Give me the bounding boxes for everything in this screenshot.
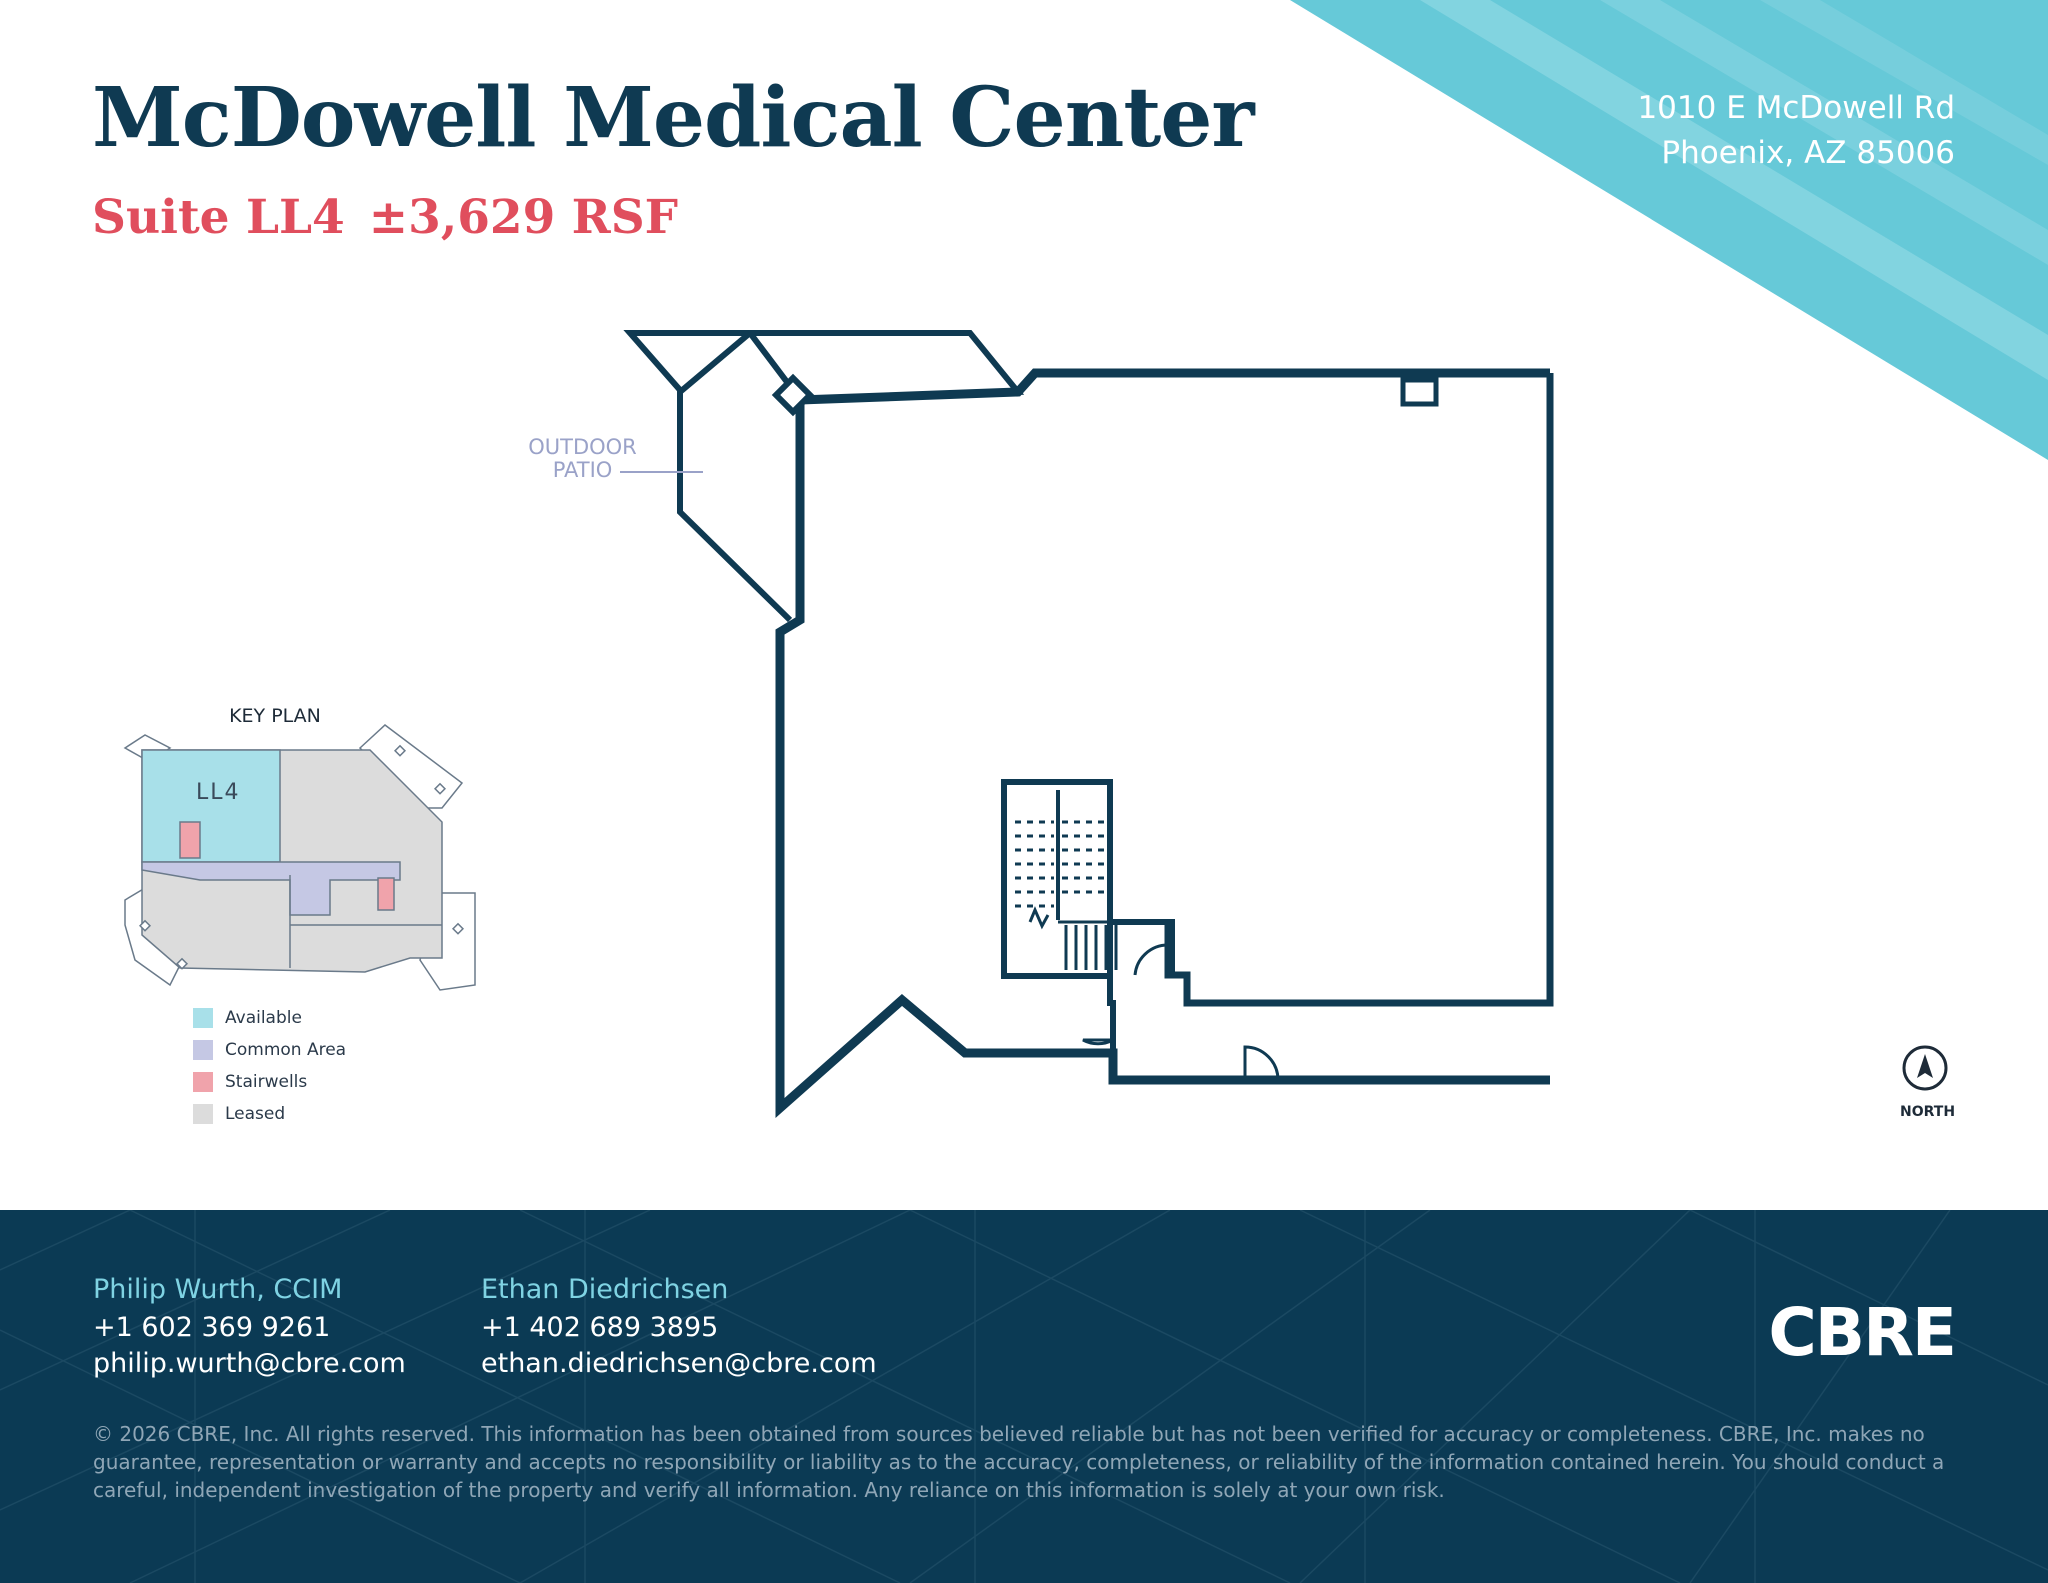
patio-label-line1: OUTDOOR — [528, 435, 637, 459]
door-swing-1 — [1082, 1038, 1114, 1046]
north-indicator: NORTH — [1900, 1043, 1956, 1120]
legend-swatch-common-area — [193, 1040, 213, 1060]
suite-subtitle: Suite LL4 ±3,629 RSF — [92, 190, 702, 245]
legend-label-stairwells: Stairwells — [225, 1072, 308, 1092]
address-line-1: 1010 E McDowell Rd — [1637, 90, 1955, 126]
contact-philip: Philip Wurth, CCIM +1 602 369 9261 phili… — [93, 1274, 406, 1382]
contact-name: Philip Wurth, CCIM — [93, 1274, 343, 1305]
contact-email[interactable]: philip.wurth@cbre.com — [93, 1348, 406, 1379]
cbre-logo: CBRE — [1768, 1294, 1957, 1371]
column-marker — [771, 373, 815, 417]
legend-item-stairwells: Stairwells — [193, 1066, 346, 1098]
legend-item-leased: Leased — [193, 1098, 346, 1130]
keyplan-title: KEY PLAN — [229, 705, 321, 727]
footer-pattern — [0, 1210, 2048, 1583]
door-swing-3 — [1243, 1045, 1280, 1081]
utility-closet — [1400, 377, 1439, 407]
legend-item-common-area: Common Area — [193, 1034, 346, 1066]
suite-name: Suite LL4 — [92, 190, 345, 245]
contact-name: Ethan Diedrichsen — [481, 1274, 729, 1305]
door-swing-2 — [1133, 943, 1169, 976]
patio-label: OUTDOOR PATIO — [515, 436, 650, 482]
contact-phone[interactable]: +1 402 689 3895 — [481, 1312, 719, 1343]
contact-email[interactable]: ethan.diedrichsen@cbre.com — [481, 1348, 877, 1379]
legend-item-available: Available — [193, 1002, 346, 1034]
vestibule — [1107, 919, 1175, 1053]
legend-swatch-available — [193, 1008, 213, 1028]
footer: Philip Wurth, CCIM +1 602 369 9261 phili… — [0, 1210, 2048, 1583]
address-line-2: Phoenix, AZ 85006 — [1661, 135, 1955, 171]
legend-swatch-leased — [193, 1104, 213, 1124]
keyplan-suite-label: LL4 — [196, 780, 241, 805]
keyplan-legend: Available Common Area Stairwells Leased — [193, 1002, 346, 1130]
suite-outline — [775, 368, 1550, 1118]
legend-swatch-stairwells — [193, 1072, 213, 1092]
disclaimer: © 2026 CBRE, Inc. All rights reserved. T… — [93, 1422, 1945, 1502]
north-label: NORTH — [1900, 1104, 1956, 1120]
legend-label-available: Available — [225, 1008, 302, 1028]
legend-label-common-area: Common Area — [225, 1040, 347, 1060]
contact-ethan: Ethan Diedrichsen +1 402 689 3895 ethan.… — [481, 1274, 877, 1382]
contact-phone[interactable]: +1 602 369 9261 — [93, 1312, 331, 1343]
page-title: McDowell Medical Center — [92, 70, 1255, 166]
stairwell — [1001, 779, 1113, 979]
suite-area: ±3,629 RSF — [368, 190, 679, 245]
patio-boundary — [677, 330, 1025, 623]
patio-label-line2: PATIO — [552, 458, 613, 482]
north-arrow-icon — [1902, 1045, 1948, 1091]
legend-label-leased: Leased — [225, 1104, 286, 1124]
